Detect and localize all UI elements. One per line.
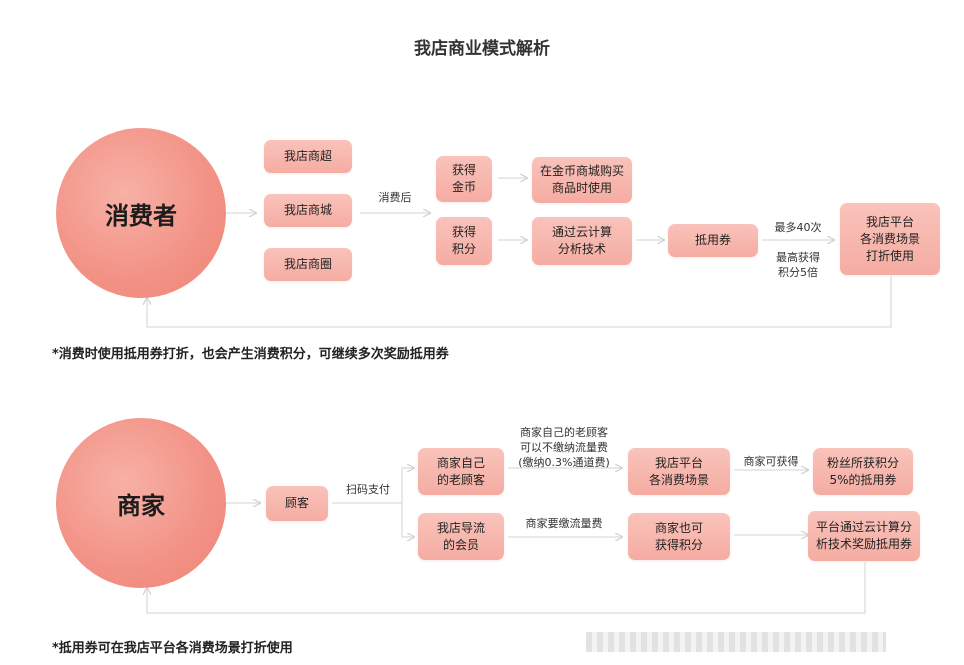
gold-use-box: 在金币商城购买 商品时使用 <box>532 157 632 203</box>
blurred-watermark <box>586 632 886 652</box>
fans-voucher-box: 粉丝所获积分 5%的抵用券 <box>813 448 913 495</box>
voucher-box: 抵用券 <box>668 224 758 257</box>
customer-box: 顾客 <box>266 486 328 521</box>
merchant-circle: 商家 <box>56 418 226 588</box>
platform-reward-box: 平台通过云计算分 析技术奖励抵用券 <box>808 511 920 561</box>
max-times-label: 最多40次 <box>774 221 822 234</box>
after-consume-label: 消费后 <box>378 191 412 204</box>
shop-mall-box: 我店商城 <box>264 194 352 227</box>
guided-member-box: 我店导流 的会员 <box>418 513 504 560</box>
diagram-title: 我店商业模式解析 <box>414 39 550 59</box>
top-points-label: 最高获得 积分5倍 <box>776 251 820 279</box>
own-customer-box: 商家自己 的老顾客 <box>418 448 504 495</box>
loop-merchant <box>147 562 866 614</box>
own-customer-fee-label: 商家自己的老顾客 可以不缴纳流量费 (缴纳0.3%通道费) <box>518 426 610 469</box>
arrow-split-own <box>401 468 414 503</box>
arrow-split-guided <box>401 503 414 537</box>
consumer-circle: 消费者 <box>56 128 226 298</box>
get-gold-box: 获得 金币 <box>436 156 492 202</box>
scan-pay-label: 扫码支付 <box>346 483 390 496</box>
platform-scene-box: 我店平台 各消费场景 <box>628 448 730 495</box>
merchant-note: *抵用券可在我店平台各消费场景打折使用 <box>52 641 293 656</box>
platform-discount-box: 我店平台 各消费场景 打折使用 <box>840 203 940 275</box>
merchant-points-box: 商家也可 获得积分 <box>628 513 730 560</box>
cloud-analysis-box: 通过云计算 分析技术 <box>532 217 632 265</box>
loop-consumer <box>147 276 892 328</box>
shop-circle-box: 我店商圈 <box>264 248 352 281</box>
consumer-note: *消费时使用抵用券打折，也会产生消费积分，可继续多次奖励抵用券 <box>52 347 449 362</box>
get-points-box: 获得 积分 <box>436 217 492 265</box>
merchant-can-get-label: 商家可获得 <box>743 455 799 468</box>
shop-supermarket-box: 我店商超 <box>264 140 352 173</box>
guided-fee-label: 商家要缴流量费 <box>525 517 603 530</box>
